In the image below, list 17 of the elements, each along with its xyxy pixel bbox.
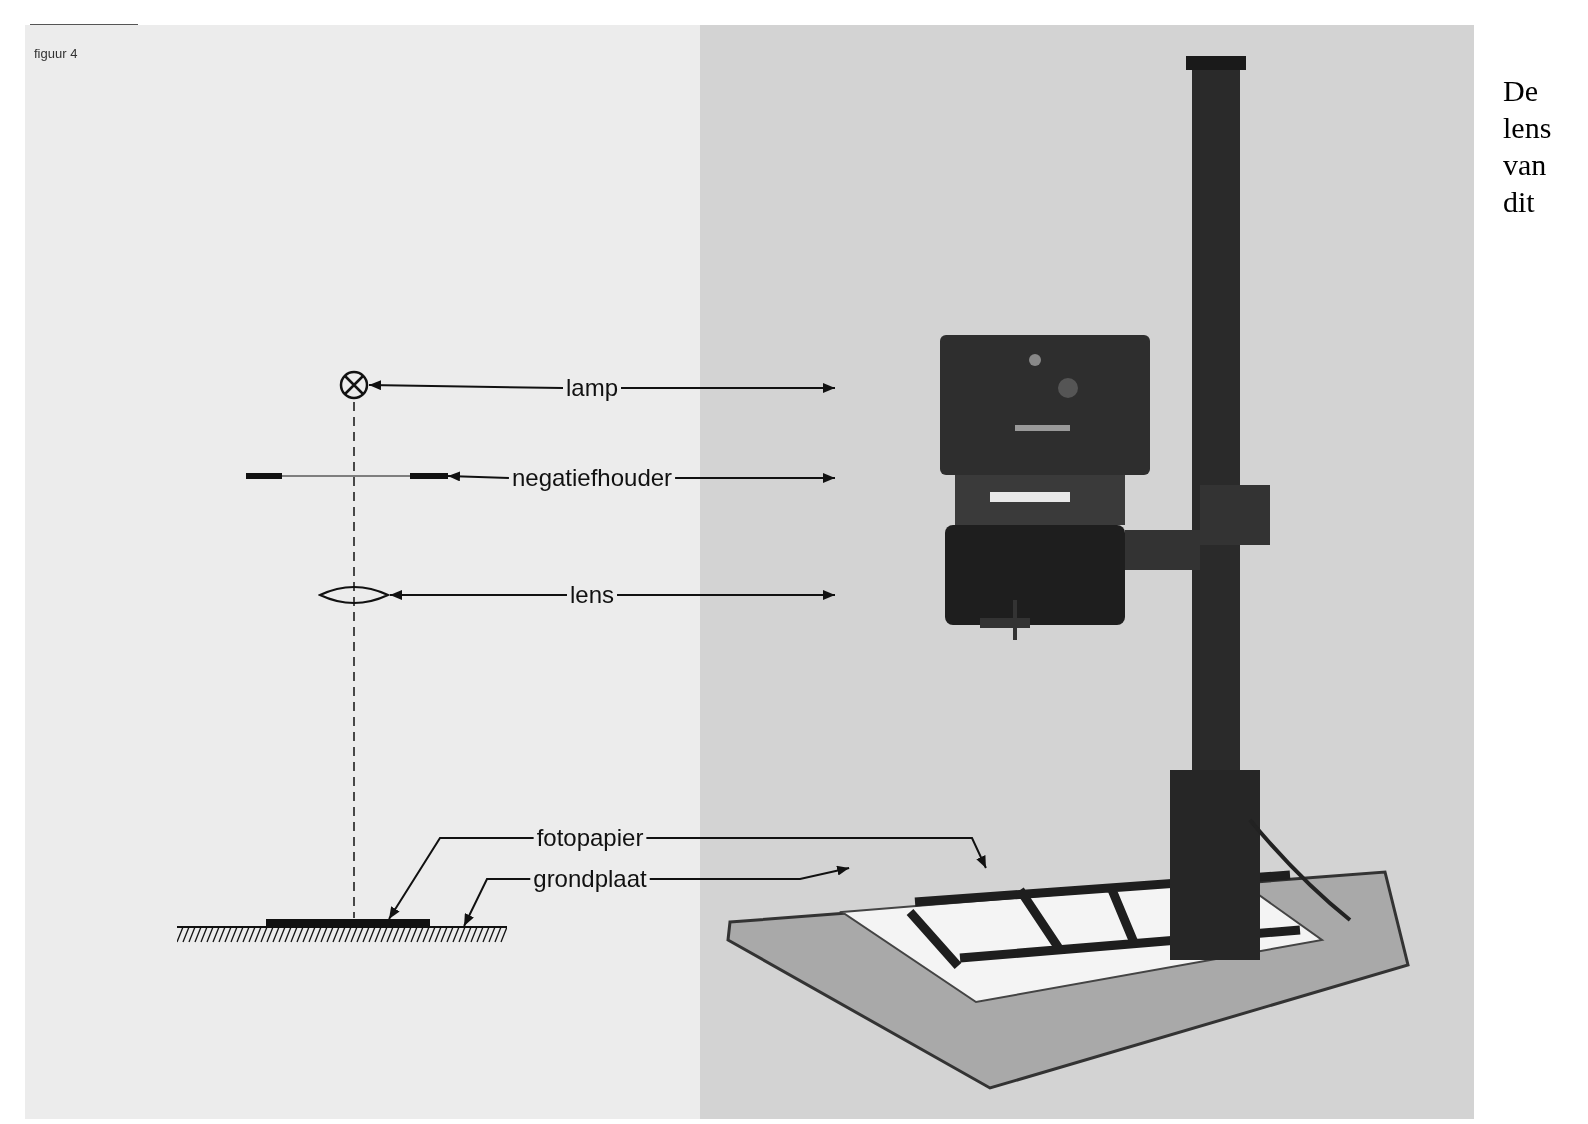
part-label: negatiefhouder [511,464,673,491]
part-label: lens [570,581,614,608]
arrow [463,878,532,927]
part-label: fotopapier [536,824,644,851]
figure-number: figuur 4 [34,45,78,63]
part-label: grondplaat [533,865,647,892]
arrow [389,590,568,600]
part-label: lamp [566,374,618,401]
arrow [447,471,510,482]
arrow [648,865,851,880]
arrow [645,837,987,869]
body-text: De lens van dit [1503,73,1553,220]
arrow [620,383,836,393]
arrow [674,473,836,483]
arrow [388,837,535,920]
arrow [368,380,564,391]
arrow [616,590,836,600]
